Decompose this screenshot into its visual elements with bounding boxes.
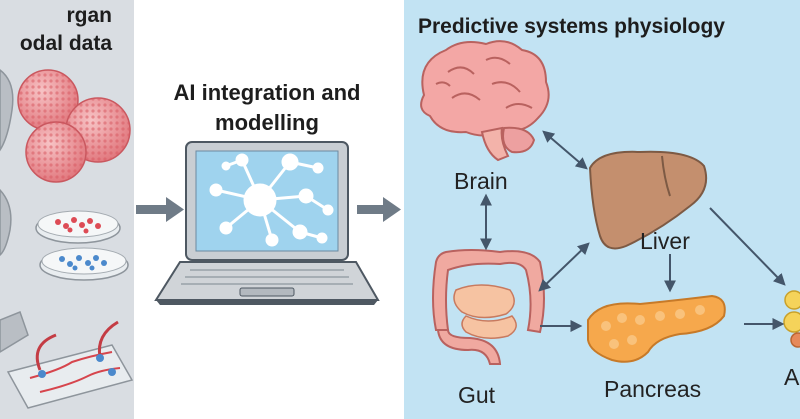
gut-label: Gut — [458, 382, 496, 408]
liver-label: Liver — [640, 228, 690, 254]
arrow-brain-liver — [542, 130, 588, 170]
brain-label: Brain — [454, 168, 508, 194]
multimodal-title-line2: odal data — [19, 32, 112, 55]
organ-on-chip-icon — [0, 311, 134, 409]
adipose-label: A — [784, 364, 800, 390]
arrow-gut-liver — [538, 242, 590, 292]
ai-title-line1: AI integration and — [173, 80, 361, 105]
adipose-icon — [783, 290, 800, 348]
liver-icon — [588, 150, 708, 250]
petri-dish-red-icon — [35, 210, 121, 244]
gut-icon — [432, 249, 545, 365]
output-arrow — [357, 197, 401, 222]
ai-integration-title: AI integration and modelling — [150, 78, 384, 138]
neural-network-icon — [209, 153, 334, 247]
brain-icon — [420, 40, 550, 162]
petri-dish-blue-icon — [39, 247, 129, 281]
systems-physiology-title: Predictive systems physiology — [418, 15, 725, 38]
ai-title-line2: modelling — [215, 110, 319, 135]
organ-connection-arrows — [480, 130, 786, 332]
organoid-spheres-icon — [17, 69, 131, 183]
multimodal-data-title: rgan odal data — [0, 2, 112, 58]
multimodal-title-line1: rgan — [66, 4, 112, 27]
arrow-liver-adipose — [709, 207, 786, 286]
pancreas-label: Pancreas — [604, 376, 702, 402]
input-arrow — [136, 197, 184, 222]
tissue-sample-icon — [0, 69, 14, 256]
pancreas-icon — [587, 294, 726, 363]
